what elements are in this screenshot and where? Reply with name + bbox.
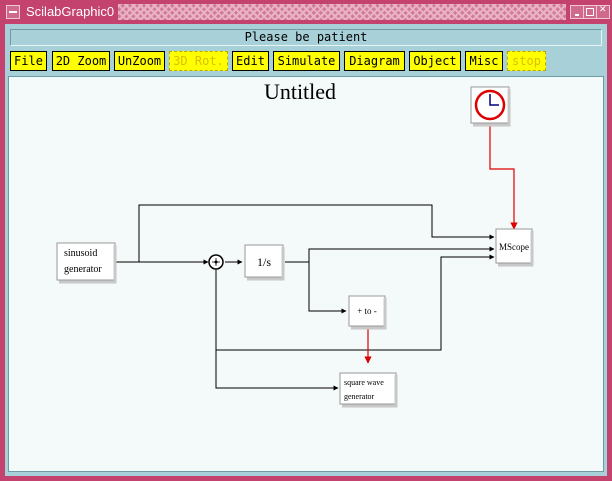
sinusoid-label-2: generator bbox=[64, 264, 102, 275]
menu-diagram[interactable]: Diagram bbox=[344, 51, 405, 71]
menu-edit[interactable]: Edit bbox=[232, 51, 269, 71]
window-client: Please be patient File 2D Zoom UnZoom 3D… bbox=[5, 24, 607, 476]
mscope-block[interactable]: MScope bbox=[495, 228, 534, 267]
menu-2d-zoom[interactable]: 2D Zoom bbox=[52, 51, 110, 71]
clock-block[interactable] bbox=[470, 86, 511, 127]
minimize-button[interactable] bbox=[570, 5, 584, 19]
menu-file[interactable]: File bbox=[10, 51, 47, 71]
menu-stop[interactable]: stop bbox=[507, 51, 546, 71]
link-clock-to-scope bbox=[489, 123, 518, 230]
diagram-svg[interactable]: Untitled bbox=[9, 77, 604, 472]
sign-block[interactable]: + to - bbox=[348, 295, 387, 330]
square-label-1: square wave bbox=[344, 378, 384, 387]
sign-label: + to - bbox=[357, 306, 377, 316]
diagram-canvas[interactable]: Untitled bbox=[8, 76, 604, 472]
event-links bbox=[364, 123, 518, 364]
sum-block[interactable] bbox=[208, 254, 224, 270]
window-menu-button[interactable] bbox=[6, 5, 20, 19]
link-integrator-to-sign bbox=[308, 262, 347, 314]
menu-misc[interactable]: Misc bbox=[465, 51, 503, 71]
title-bar[interactable]: ScilabGraphic0 bbox=[0, 0, 612, 24]
menu-simulate[interactable]: Simulate bbox=[273, 51, 340, 71]
menu-object[interactable]: Object bbox=[409, 51, 461, 71]
close-button[interactable] bbox=[596, 5, 610, 19]
link-integrator-to-scope bbox=[308, 246, 495, 262]
status-message: Please be patient bbox=[10, 29, 602, 46]
square-label-2: generator bbox=[344, 392, 375, 401]
menu-unzoom[interactable]: UnZoom bbox=[114, 51, 165, 71]
link-feedback-to-square bbox=[215, 270, 339, 391]
maximize-button[interactable] bbox=[583, 5, 597, 19]
integrator-label: 1/s bbox=[257, 255, 271, 269]
menu-3d-rot[interactable]: 3D Rot. bbox=[169, 51, 228, 71]
sinusoid-label-1: sinusoid bbox=[64, 248, 97, 259]
mscope-label: MScope bbox=[499, 242, 529, 252]
window-title: ScilabGraphic0 bbox=[26, 4, 115, 19]
regular-links bbox=[116, 204, 495, 391]
link-sinusoid-to-scope bbox=[138, 204, 495, 262]
diagram-title: Untitled bbox=[264, 79, 336, 104]
title-bar-pattern bbox=[118, 4, 566, 20]
square-wave-block[interactable]: square wave generator bbox=[339, 372, 398, 408]
sinusoid-block[interactable]: sinusoid generator bbox=[56, 242, 117, 284]
link-square-to-scope bbox=[216, 254, 495, 351]
integrator-block[interactable]: 1/s bbox=[244, 244, 285, 281]
